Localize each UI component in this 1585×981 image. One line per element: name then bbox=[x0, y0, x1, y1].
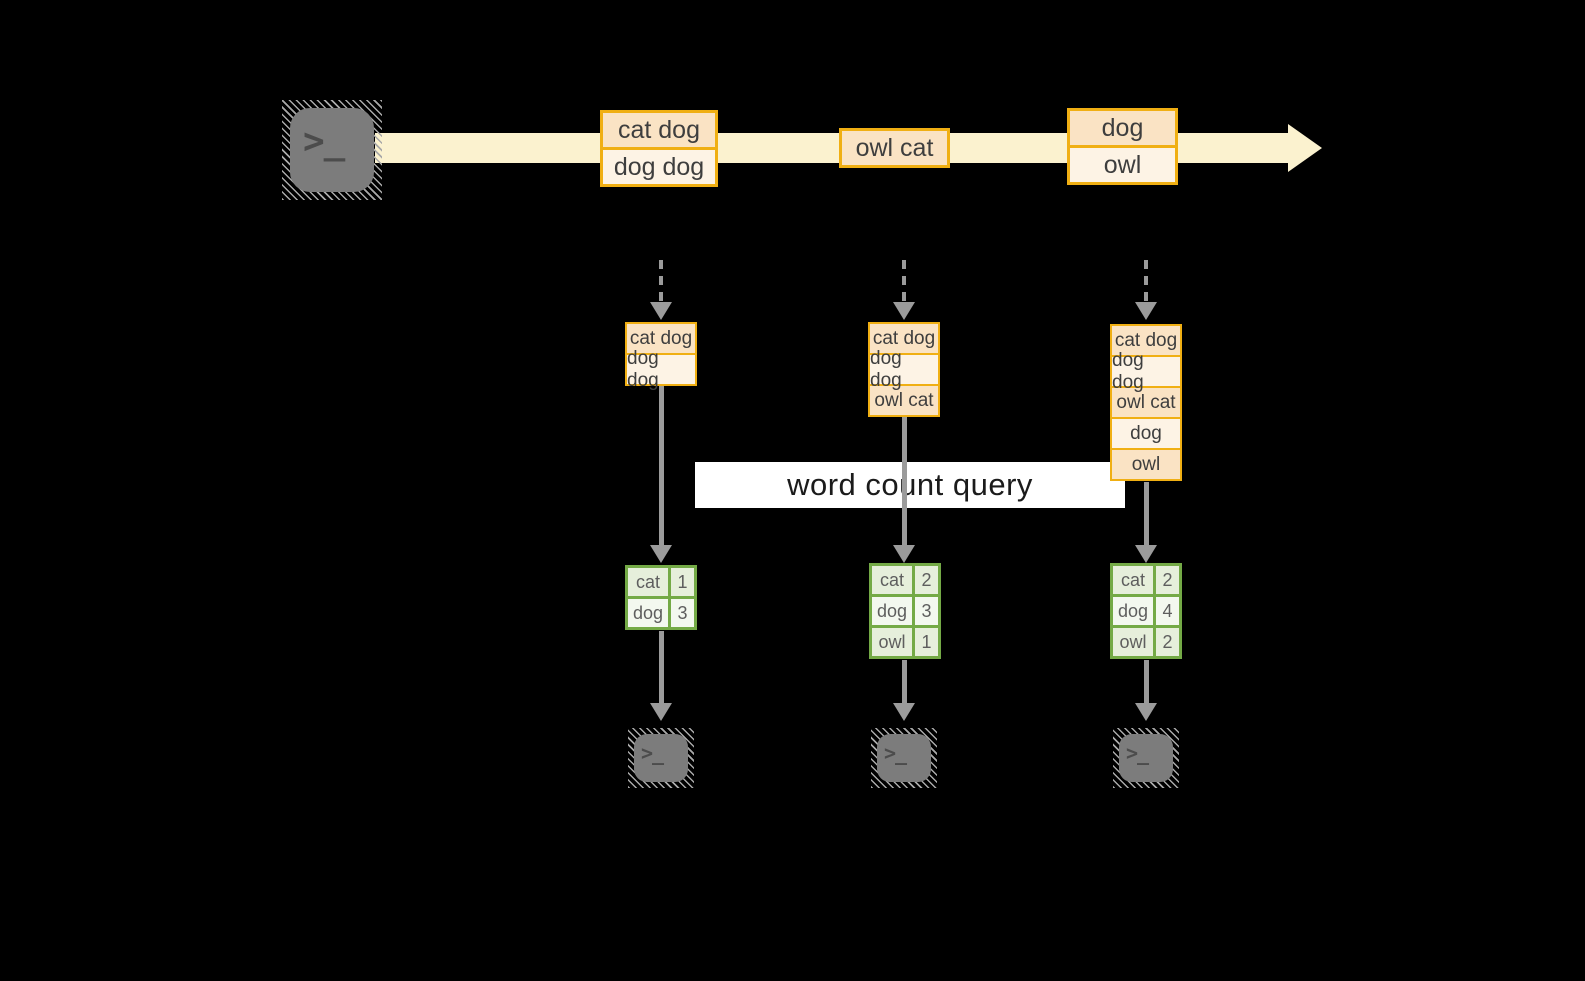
count-word-cell: owl bbox=[872, 628, 912, 656]
ingest-arrowhead-icon bbox=[1135, 302, 1157, 320]
terminal-screen: >_ bbox=[290, 108, 374, 192]
result-arrowhead-icon bbox=[1135, 703, 1157, 721]
micro-batch: cat dog dog dog bbox=[625, 322, 697, 391]
terminal-prompt-icon: >_ bbox=[303, 121, 345, 162]
count-word-cell: cat bbox=[872, 566, 912, 594]
terminal-screen: >_ bbox=[877, 734, 931, 782]
stream-message: cat dog bbox=[603, 113, 715, 147]
count-value-cell: 1 bbox=[668, 568, 694, 596]
output-terminal-icon: >_ bbox=[628, 728, 694, 788]
batch-message: dog bbox=[1112, 417, 1180, 448]
batch-message: cat dog bbox=[1112, 326, 1180, 355]
terminal-screen: >_ bbox=[634, 734, 688, 782]
batch-message: owl bbox=[1112, 448, 1180, 479]
count-word-cell: dog bbox=[628, 599, 668, 627]
stream-message-group: owl cat bbox=[839, 128, 950, 168]
batch-message: owl cat bbox=[1112, 386, 1180, 417]
count-value-cell: 3 bbox=[912, 597, 938, 625]
batch-message: cat dog bbox=[870, 324, 938, 353]
count-table: cat 1 dog 3 bbox=[625, 565, 697, 630]
query-arrowhead-icon bbox=[1135, 545, 1157, 563]
result-arrowhead-icon bbox=[650, 703, 672, 721]
micro-batch: cat dog dog dog owl cat bbox=[868, 322, 940, 417]
query-arrow-stem bbox=[1144, 482, 1149, 545]
ingest-arrowhead-icon bbox=[893, 302, 915, 320]
query-label: word count query bbox=[695, 462, 1125, 508]
ingest-arrowhead-icon bbox=[650, 302, 672, 320]
ingest-arrow-stem bbox=[659, 260, 663, 302]
query-arrow-stem bbox=[902, 416, 907, 545]
count-word-cell: owl bbox=[1113, 628, 1153, 656]
count-word-cell: cat bbox=[628, 568, 668, 596]
count-value-cell: 2 bbox=[1153, 628, 1179, 656]
ingest-arrow-stem bbox=[902, 260, 906, 302]
terminal-screen: >_ bbox=[1119, 734, 1173, 782]
result-arrow-stem bbox=[902, 660, 907, 703]
result-arrow-stem bbox=[1144, 660, 1149, 703]
batch-message: dog dog bbox=[1112, 350, 1180, 393]
source-terminal-icon: >_ bbox=[282, 100, 382, 200]
count-value-cell: 3 bbox=[668, 599, 694, 627]
stream-message-group: cat dog dog dog bbox=[600, 110, 718, 187]
query-arrowhead-icon bbox=[650, 545, 672, 563]
batch-message: cat dog bbox=[627, 324, 695, 353]
query-arrowhead-icon bbox=[893, 545, 915, 563]
count-table: cat 2 dog 3 owl 1 bbox=[869, 563, 941, 659]
stream-message: dog dog bbox=[603, 147, 715, 184]
result-arrowhead-icon bbox=[893, 703, 915, 721]
ingest-arrow-stem bbox=[1144, 260, 1148, 302]
stream-message: dog bbox=[1070, 111, 1175, 145]
batch-message: owl cat bbox=[870, 384, 938, 415]
count-word-cell: cat bbox=[1113, 566, 1153, 594]
count-value-cell: 2 bbox=[1153, 566, 1179, 594]
terminal-prompt-icon: >_ bbox=[884, 741, 907, 765]
result-arrow-stem bbox=[659, 631, 664, 703]
batch-message: dog dog bbox=[627, 348, 695, 391]
count-value-cell: 2 bbox=[912, 566, 938, 594]
count-word-cell: dog bbox=[1113, 597, 1153, 625]
terminal-prompt-icon: >_ bbox=[1126, 741, 1149, 765]
output-terminal-icon: >_ bbox=[1113, 728, 1179, 788]
count-table: cat 2 dog 4 owl 2 bbox=[1110, 563, 1182, 659]
count-value-cell: 4 bbox=[1153, 597, 1179, 625]
stream-message: owl cat bbox=[842, 131, 947, 165]
output-terminal-icon: >_ bbox=[871, 728, 937, 788]
batch-message: dog dog bbox=[870, 348, 938, 391]
terminal-prompt-icon: >_ bbox=[641, 741, 664, 765]
stream-message: owl bbox=[1070, 145, 1175, 182]
query-arrow-stem bbox=[659, 386, 664, 545]
count-value-cell: 1 bbox=[912, 628, 938, 656]
stream-message-group: dog owl bbox=[1067, 108, 1178, 185]
micro-batch: cat dog dog dog owl cat dog owl bbox=[1110, 324, 1182, 481]
stream-arrowhead-icon bbox=[1288, 124, 1322, 172]
count-word-cell: dog bbox=[872, 597, 912, 625]
